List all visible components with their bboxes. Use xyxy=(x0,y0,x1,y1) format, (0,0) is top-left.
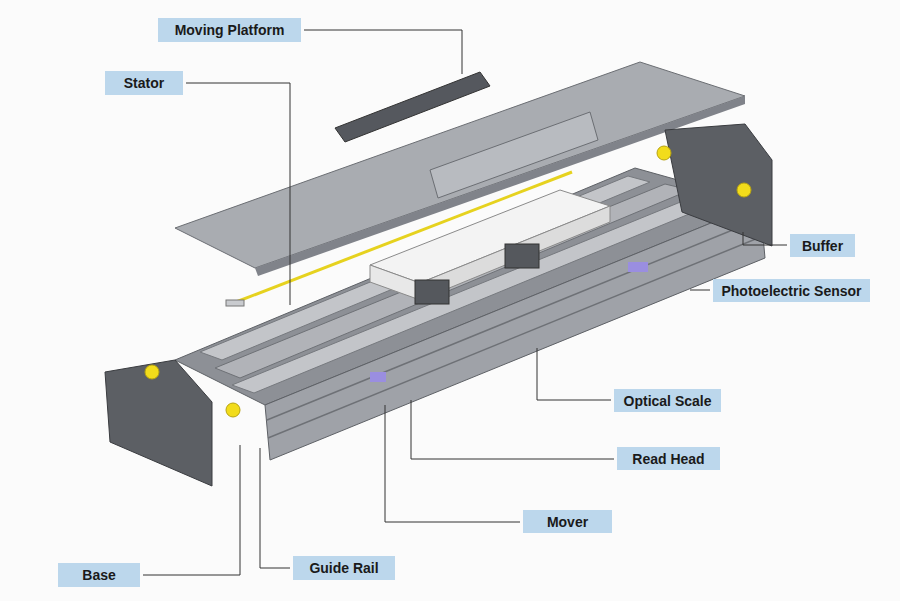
part-label: Moving Platform xyxy=(158,18,301,42)
buffer xyxy=(226,403,240,417)
part-label: Read Head xyxy=(617,447,720,470)
photoelectric-sensor xyxy=(628,262,648,272)
label-text: Moving Platform xyxy=(175,22,285,38)
part-label: Photoelectric Sensor xyxy=(713,279,870,302)
part-label: Base xyxy=(58,563,140,587)
label-text: Optical Scale xyxy=(624,393,712,409)
part-label: Mover xyxy=(523,510,612,533)
leader-lines xyxy=(143,30,787,575)
base-groove xyxy=(268,236,763,438)
part-label: Stator xyxy=(105,71,183,95)
mover-end xyxy=(370,265,420,300)
label-text: Stator xyxy=(124,75,164,91)
end-plate xyxy=(105,360,212,486)
part-label: Optical Scale xyxy=(614,389,721,412)
carriage xyxy=(415,280,449,304)
platform-bracket xyxy=(430,112,598,198)
stator-cover xyxy=(175,62,745,268)
label-text: Mover xyxy=(547,514,588,530)
label-text: Buffer xyxy=(802,238,843,254)
label-text: Photoelectric Sensor xyxy=(721,283,861,299)
buffer xyxy=(737,183,751,197)
part-label: Guide Rail xyxy=(293,556,395,580)
stator-lip xyxy=(255,96,745,276)
label-text: Read Head xyxy=(632,451,704,467)
buffer xyxy=(657,146,671,160)
end-plate xyxy=(665,124,772,246)
part-label: Buffer xyxy=(790,234,855,257)
label-text: Base xyxy=(82,567,115,583)
scale-end xyxy=(226,300,244,306)
label-text: Guide Rail xyxy=(309,560,378,576)
carriage xyxy=(505,244,539,268)
moving-platform xyxy=(335,72,490,142)
buffer xyxy=(145,365,159,379)
read-head xyxy=(370,372,386,382)
